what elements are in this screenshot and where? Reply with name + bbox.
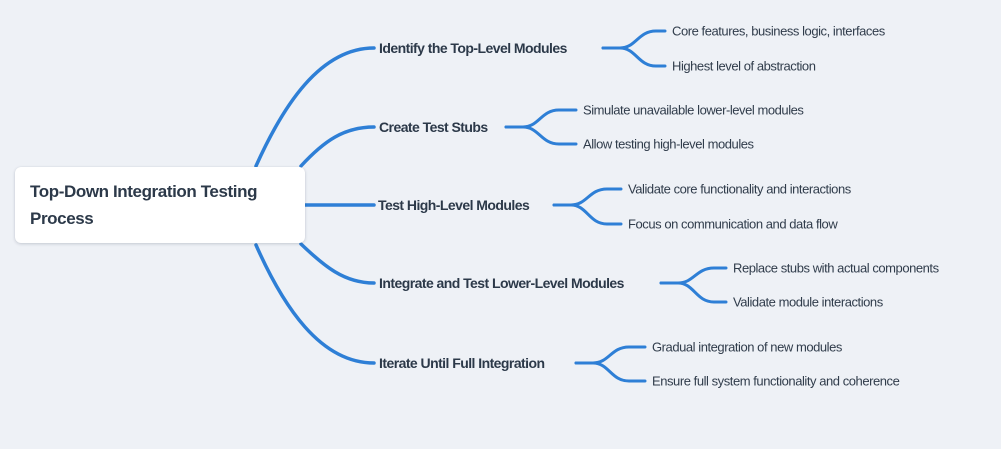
leaf-node-core-features[interactable]: Core features, business logic, interface… <box>672 23 885 39</box>
branch-node-integrate-test-lower-level[interactable]: Integrate and Test Lower-Level Modules <box>379 275 624 291</box>
branch-node-create-test-stubs[interactable]: Create Test Stubs <box>379 119 488 135</box>
connector-stubs-to-simulate <box>504 108 578 129</box>
connector-stubs-to-allow-testing <box>504 125 578 146</box>
connector-iterate-to-ensure-full <box>574 361 647 383</box>
connector-root-to-identify-modules <box>254 46 376 168</box>
leaf-node-gradual-integration-new-modules[interactable]: Gradual integration of new modules <box>652 339 842 355</box>
connector-highlevel-to-focus-communication <box>552 203 623 226</box>
leaf-node-focus-communication-data-flow[interactable]: Focus on communication and data flow <box>628 216 838 232</box>
connector-highlevel-to-validate-core <box>552 187 623 207</box>
leaf-node-allow-testing-high-level[interactable]: Allow testing high-level modules <box>583 136 754 152</box>
leaf-node-replace-stubs-actual-components[interactable]: Replace stubs with actual components <box>733 260 939 276</box>
connector-integrate-to-validate-interactions <box>659 281 728 304</box>
connector-integrate-to-replace-stubs <box>659 266 728 285</box>
connector-root-to-iterate-full <box>254 243 376 365</box>
connector-root-to-create-test-stubs <box>299 125 376 168</box>
connector-iterate-to-gradual <box>574 345 647 365</box>
connector-identify-to-highest-level <box>601 46 667 68</box>
branch-node-identify-top-level-modules[interactable]: Identify the Top-Level Modules <box>379 40 567 56</box>
connector-identify-to-core-features <box>601 29 667 50</box>
leaf-node-validate-core-functionality[interactable]: Validate core functionality and interact… <box>628 181 851 197</box>
leaf-node-simulate-unavailable-modules[interactable]: Simulate unavailable lower-level modules <box>583 102 804 118</box>
leaf-node-highest-level-abstraction[interactable]: Highest level of abstraction <box>672 58 816 74</box>
root-node[interactable]: Top-Down Integration Testing Process <box>15 167 305 243</box>
leaf-node-ensure-full-system-functionality[interactable]: Ensure full system functionality and coh… <box>652 373 900 389</box>
branch-node-test-high-level-modules[interactable]: Test High-Level Modules <box>378 197 530 213</box>
branch-node-iterate-until-full-integration[interactable]: Iterate Until Full Integration <box>379 355 545 371</box>
leaf-node-validate-module-interactions[interactable]: Validate module interactions <box>733 294 883 310</box>
connector-root-to-integrate-lower-level <box>299 242 376 285</box>
root-node-label: Top-Down Integration Testing Process <box>30 182 258 228</box>
